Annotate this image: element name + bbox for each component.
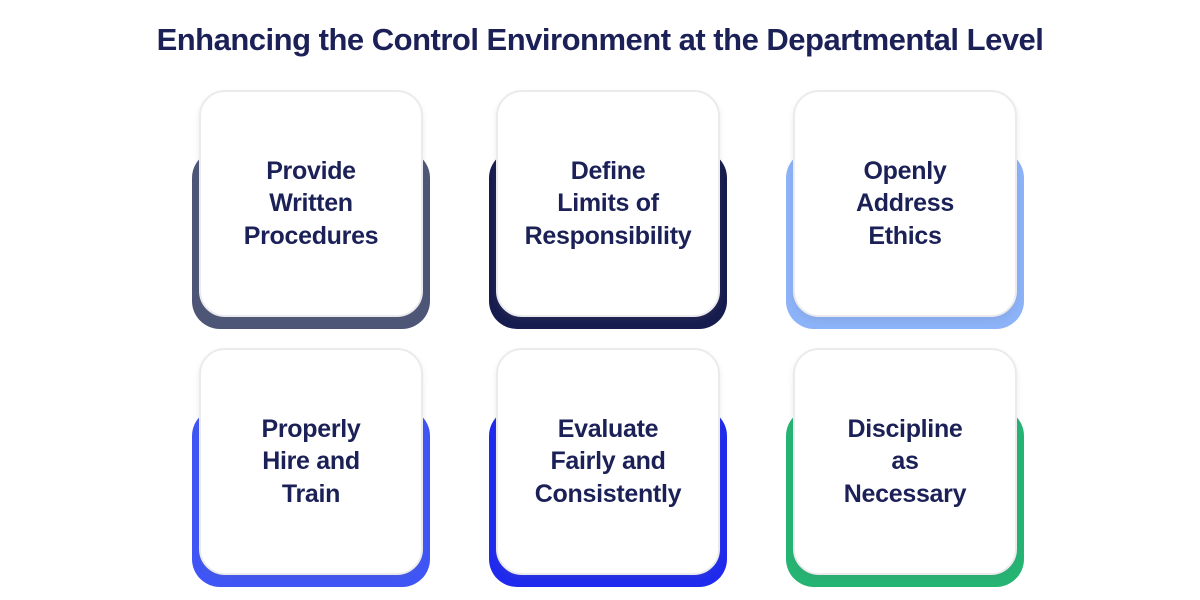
card-face: Discipline as Necessary: [793, 348, 1017, 575]
page-title: Enhancing the Control Environment at the…: [156, 22, 1044, 57]
card-define-limits-of-responsibility: Define Limits of Responsibility: [489, 90, 727, 329]
card-label: Provide Written Procedures: [243, 156, 379, 250]
card-discipline-as-necessary: Discipline as Necessary: [786, 348, 1024, 587]
card-face: Define Limits of Responsibility: [496, 90, 720, 317]
card-provide-written-procedures: Provide Written Procedures: [192, 90, 430, 329]
card-face: Properly Hire and Train: [199, 348, 423, 575]
card-openly-address-ethics: Openly Address Ethics: [786, 90, 1024, 329]
cards-grid: Provide Written Procedures Define Limits…: [192, 90, 1024, 587]
card-label: Define Limits of Responsibility: [524, 156, 692, 250]
card-face: Provide Written Procedures: [199, 90, 423, 317]
card-label: Openly Address Ethics: [856, 156, 954, 250]
card-evaluate-fairly-and-consistently: Evaluate Fairly and Consistently: [489, 348, 727, 587]
card-label: Evaluate Fairly and Consistently: [534, 414, 682, 508]
card-face: Openly Address Ethics: [793, 90, 1017, 317]
card-properly-hire-and-train: Properly Hire and Train: [192, 348, 430, 587]
card-label: Discipline as Necessary: [843, 414, 967, 508]
card-face: Evaluate Fairly and Consistently: [496, 348, 720, 575]
card-label: Properly Hire and Train: [261, 414, 361, 508]
